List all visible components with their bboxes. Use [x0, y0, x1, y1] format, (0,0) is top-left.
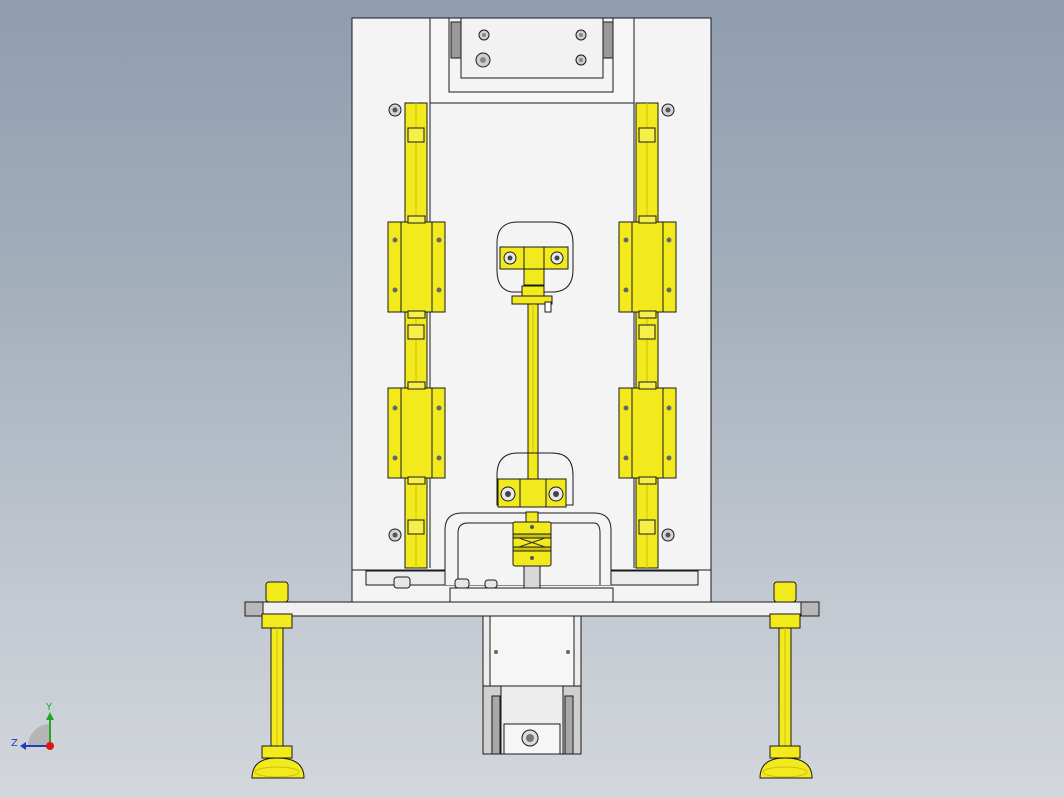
leveling-foot-right[interactable]	[759, 581, 813, 779]
coordinate-triad-icon: Y Z	[11, 702, 54, 750]
linear-rail-left[interactable]	[404, 102, 428, 569]
slider-block-right-upper[interactable]	[618, 215, 677, 319]
screw-head-icon	[393, 576, 498, 589]
lead-screw[interactable]	[527, 303, 539, 455]
shaft-coupling[interactable]	[512, 511, 552, 589]
leveling-foot-icon	[759, 581, 813, 779]
axis-z-label: Z	[11, 738, 18, 749]
axis-y-label: Y	[45, 702, 53, 713]
leveling-foot-left[interactable]	[251, 581, 305, 779]
stepper-motor[interactable]	[482, 615, 582, 755]
top-clamp-plate[interactable]	[448, 17, 614, 93]
lower-shaft-support[interactable]	[496, 452, 574, 508]
slider-block-left-lower[interactable]	[387, 381, 446, 485]
slider-block-right-lower[interactable]	[618, 381, 677, 485]
screw-head-icon	[475, 29, 587, 68]
slider-block-left-upper[interactable]	[387, 215, 446, 319]
linear-rail-right[interactable]	[635, 102, 659, 569]
base-plate[interactable]	[244, 587, 820, 617]
upper-shaft-support[interactable]	[496, 221, 574, 313]
leveling-foot-icon	[251, 581, 305, 779]
screw-head-icon	[388, 103, 675, 542]
